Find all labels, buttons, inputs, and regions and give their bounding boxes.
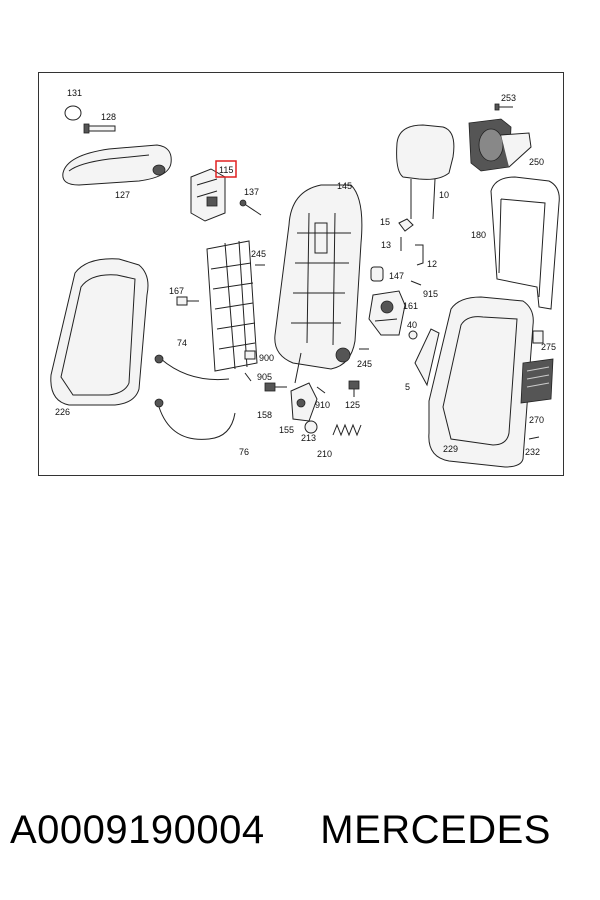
part-40-nut xyxy=(408,330,418,340)
part-131-ring xyxy=(64,105,82,121)
label-245-upper: 245 xyxy=(251,249,266,259)
part-125-bolt xyxy=(348,380,360,397)
label-910: 910 xyxy=(315,400,330,410)
part-253-screw xyxy=(494,103,513,111)
label-275: 275 xyxy=(541,342,556,352)
label-213: 213 xyxy=(301,433,316,443)
label-125: 125 xyxy=(345,400,360,410)
label-270: 270 xyxy=(529,415,544,425)
part-158-bolt xyxy=(264,382,287,392)
label-13: 13 xyxy=(381,240,391,250)
label-250: 250 xyxy=(529,157,544,167)
label-127: 127 xyxy=(115,190,130,200)
part-number: A0009190004 xyxy=(10,808,265,852)
label-137: 137 xyxy=(244,187,259,197)
label-10: 10 xyxy=(439,190,449,200)
label-232: 232 xyxy=(525,447,540,457)
label-915: 915 xyxy=(423,289,438,299)
part-5-trim xyxy=(414,328,440,387)
part-270-pocket xyxy=(520,358,554,404)
label-180: 180 xyxy=(471,230,486,240)
label-245-lower: 245 xyxy=(357,359,372,369)
label-145: 145 xyxy=(337,181,352,191)
part-180-back-panel xyxy=(490,176,560,310)
caption: A0009190004 MERCEDES xyxy=(10,808,600,858)
part-910-screw xyxy=(316,386,326,394)
part-12-lever xyxy=(415,244,424,266)
label-76: 76 xyxy=(239,447,249,457)
label-12: 12 xyxy=(427,259,437,269)
part-232-screw xyxy=(528,436,540,440)
label-40: 40 xyxy=(407,320,417,330)
part-229-backrest-cover xyxy=(428,296,534,468)
label-158: 158 xyxy=(257,410,272,420)
part-74-lumbar-support xyxy=(160,240,258,381)
part-900-motor xyxy=(244,350,256,360)
label-229: 229 xyxy=(443,444,458,454)
label-131: 131 xyxy=(67,88,82,98)
label-900: 900 xyxy=(259,353,274,363)
label-167: 167 xyxy=(169,286,184,296)
label-161: 161 xyxy=(403,301,418,311)
part-161-recliner xyxy=(368,290,406,336)
label-210: 210 xyxy=(317,449,332,459)
part-145-backrest-frame xyxy=(274,184,363,384)
label-115: 115 xyxy=(219,165,233,175)
part-127-armrest xyxy=(62,144,172,186)
label-155: 155 xyxy=(279,425,294,435)
label-5: 5 xyxy=(405,382,410,392)
exploded-parts-diagram: 131 128 127 115 137 145 10 xyxy=(38,72,564,476)
part-167-bolt xyxy=(176,296,199,306)
part-128-bolt xyxy=(83,123,116,134)
label-226: 226 xyxy=(55,407,70,417)
part-115-bracket xyxy=(190,168,226,222)
label-147: 147 xyxy=(389,271,404,281)
part-210-spring xyxy=(332,423,362,437)
label-128: 128 xyxy=(101,112,116,122)
part-905-connector xyxy=(244,372,252,382)
label-74: 74 xyxy=(177,338,187,348)
brand-name: MERCEDES xyxy=(320,808,551,852)
part-213-gear xyxy=(304,420,318,434)
part-226-seat-cushion xyxy=(50,258,149,406)
part-137-screw xyxy=(239,199,262,216)
part-275-clip xyxy=(532,330,544,344)
label-15: 15 xyxy=(380,217,390,227)
part-147-sleeve xyxy=(370,266,384,282)
highlight-box-115 xyxy=(215,160,237,178)
part-10-headrest xyxy=(396,124,455,220)
part-76-cable xyxy=(154,354,236,440)
diagram-drawing: 131 128 127 115 137 145 10 xyxy=(50,88,560,468)
label-253: 253 xyxy=(501,93,516,103)
label-905: 905 xyxy=(257,372,272,382)
part-250-control-unit xyxy=(468,118,532,172)
part-155-motor xyxy=(290,382,318,422)
part-15-clip xyxy=(398,218,414,232)
part-915-screw xyxy=(410,280,422,286)
